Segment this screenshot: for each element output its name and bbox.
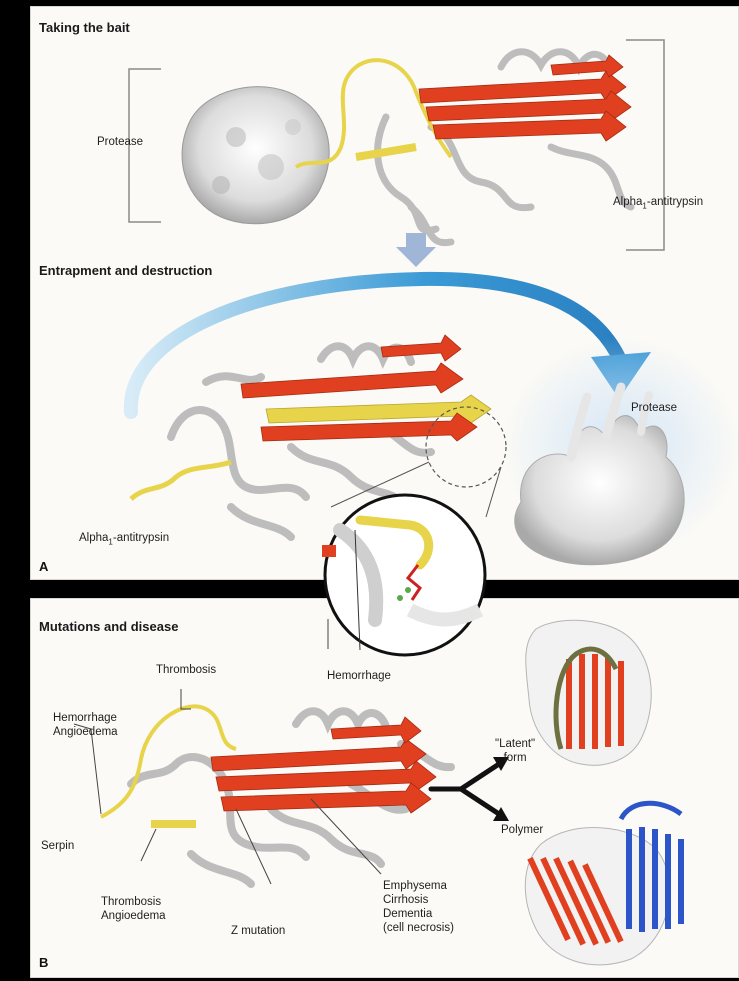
label-thrombosis-top: Thrombosis bbox=[156, 663, 216, 677]
label-latent-form: "Latent"form bbox=[495, 737, 535, 765]
panel-letter-a: A bbox=[39, 559, 48, 574]
beta-sheet-top bbox=[419, 55, 631, 141]
label-polymer: Polymer bbox=[501, 823, 543, 837]
heading-entrapment: Entrapment and destruction bbox=[39, 263, 212, 278]
label-protease-top: Protease bbox=[97, 135, 143, 149]
antitrypsin-bracket-right bbox=[626, 40, 664, 250]
protease-blob-top bbox=[182, 87, 329, 224]
label-protease-bottom: Protease bbox=[631, 401, 677, 415]
heading-taking-the-bait: Taking the bait bbox=[39, 20, 130, 35]
label-hemorrhage-center: Hemorrhage bbox=[327, 669, 391, 683]
polymer-structure bbox=[525, 803, 684, 965]
reactive-loop-strand-top bbox=[356, 147, 416, 157]
beta-sheet-b bbox=[211, 717, 436, 813]
label-antitrypsin-top: Alpha1-antitrypsin bbox=[613, 195, 703, 213]
latent-form-structure bbox=[526, 620, 652, 765]
label-antitrypsin-bottom: Alpha1-antitrypsin bbox=[79, 531, 169, 549]
magnifier-inset bbox=[320, 490, 490, 660]
heading-mutations-disease: Mutations and disease bbox=[39, 619, 178, 634]
label-z-mutation: Z mutation bbox=[231, 924, 285, 938]
reactive-loop-bottom bbox=[131, 462, 231, 499]
label-serpin: Serpin bbox=[41, 839, 74, 853]
split-arrow bbox=[431, 764, 499, 814]
panel-letter-b: B bbox=[39, 955, 48, 970]
